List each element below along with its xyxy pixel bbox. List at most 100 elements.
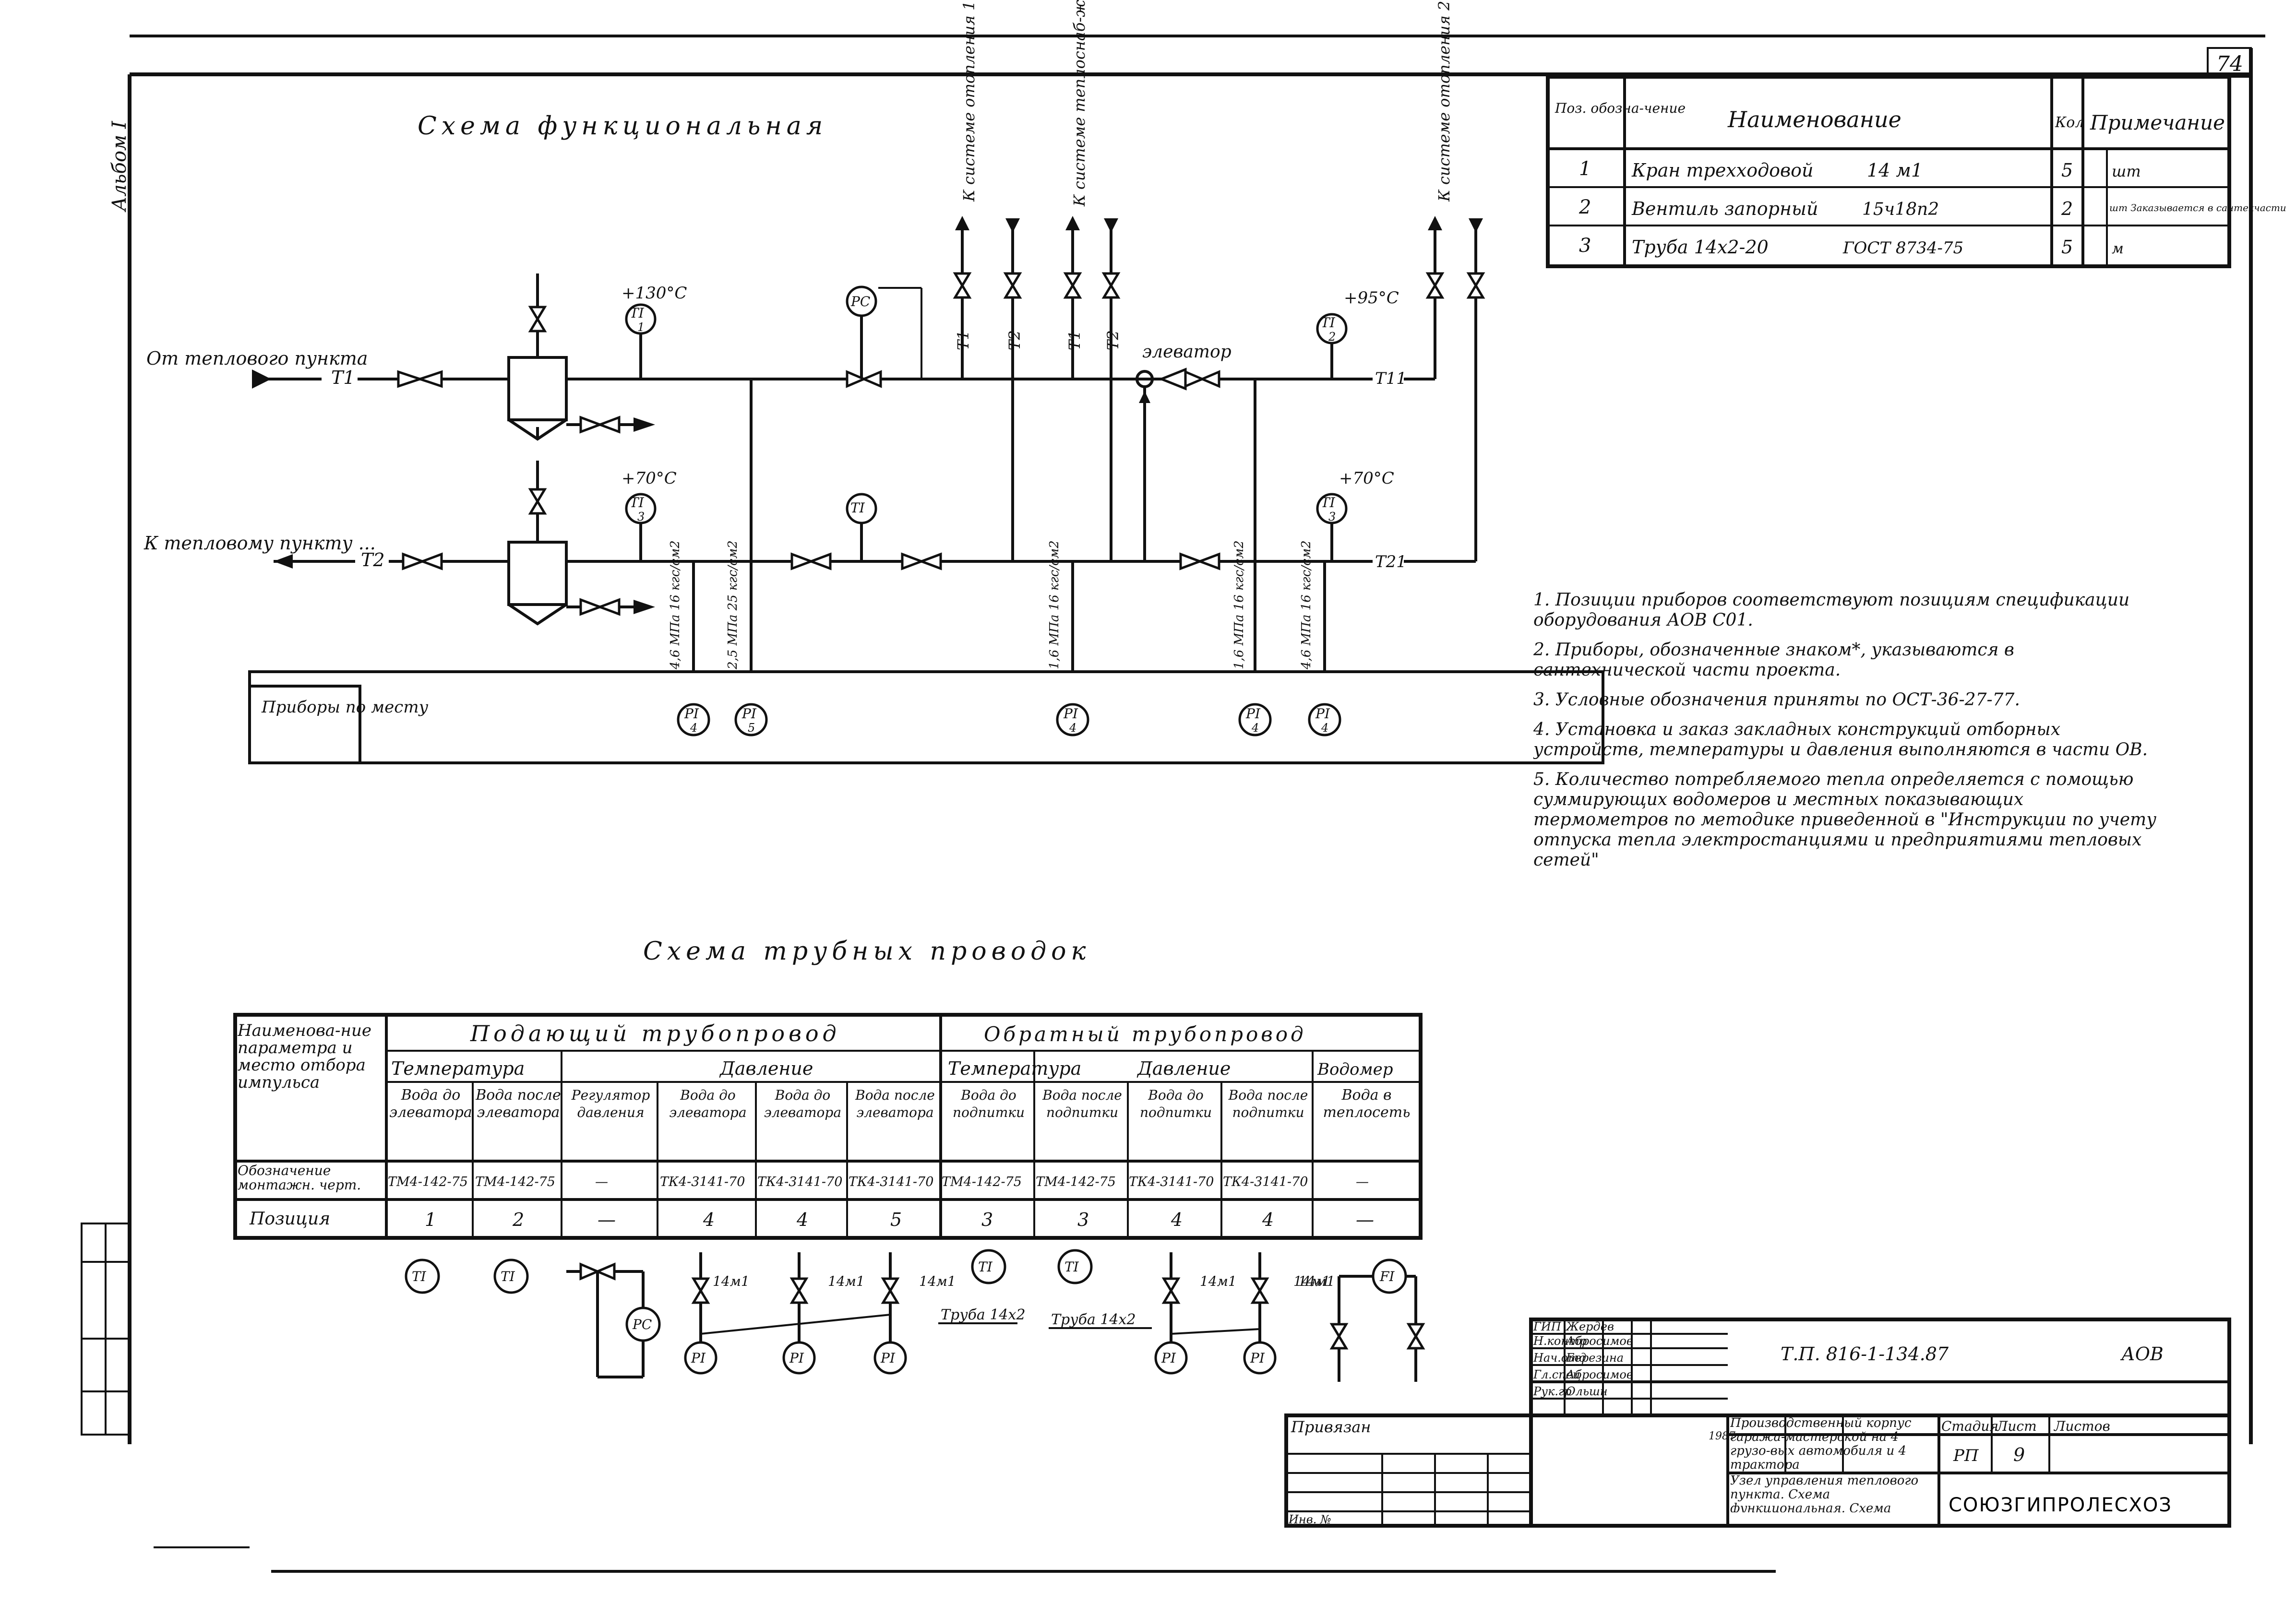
return-temp-header: Температура [948,1058,1081,1079]
notes: 1. Позиции приборов соответствуют позици… [1533,590,2157,870]
subcol-4: Вода до элеватора [764,1087,842,1120]
pos-cell-1: 2 [512,1209,524,1230]
svg-text:TI: TI [1321,315,1336,331]
svg-text:шт: шт [2112,162,2141,180]
functional-scheme-title: Схема функциональная [418,112,827,141]
supply-group-header: Подающий трубопровод [470,1021,840,1046]
name-0: Жердев [1565,1320,1614,1333]
svg-text:2: 2 [2061,198,2073,219]
sheet-label: Лист [1996,1418,2037,1434]
svg-text:3: 3 [1579,235,1591,257]
pos-cell-5: 5 [890,1209,902,1230]
svg-text:PI: PI [789,1350,804,1366]
sheets-label: Листов [2053,1418,2110,1434]
svg-text:4: 4 [1251,721,1259,735]
title-block: ГИП Н.контр Нач.отд Гл.спец Рук.гр Жерде… [1284,1318,2231,1528]
return-press-header: Давление [1136,1058,1231,1079]
pressure-tag-3: 1,6 МПа 16 кгс/см2 [1047,540,1062,669]
svg-text:14м1: 14м1 [713,1273,750,1289]
pressure-tag-4: 1,6 МПа 16 кгс/см2 [1232,540,1246,669]
piping-scheme-title: Схема трубных проводок [643,937,1090,966]
role-2: Нач.отд [1533,1351,1586,1365]
svg-text:Труба 14x2-20: Труба 14x2-20 [1632,237,1769,258]
svg-text:ГОСТ 8734-75: ГОСТ 8734-75 [1842,238,1963,258]
pos-cell-9: 4 [1262,1209,1274,1230]
svg-text:PI: PI [741,706,757,722]
pressure-tag-2: 2,5 МПа 25 кгс/см2 [726,540,740,670]
elevator [1136,368,1220,561]
stage-value: РП [1953,1446,1979,1465]
pressure-tag-1: 4,6 МПа 16 кгс/см2 [668,540,682,670]
svg-text:PI: PI [684,706,699,722]
pipe-pi-group-5: 14м1 PI [1243,1252,1330,1375]
svg-text:1: 1 [637,321,645,334]
instruments-panel-label: Приборы по месту [261,698,429,717]
sheet-value: 9 [2013,1444,2025,1465]
spec-header-name: Наименование [1727,107,1901,132]
temperature-indicator-3b: TI 3 [1316,493,1348,524]
note-5: 5. Количество потребляемого тепла опреде… [1533,770,2157,870]
subcol-3: Вода до элеватора [669,1087,747,1120]
mount-cell-2: — [595,1175,608,1189]
album-label: Альбом I [108,120,131,213]
svg-text:1: 1 [1579,158,1591,180]
mount-cell-5: ТК4-3141-70 [849,1175,933,1189]
spec-header-pos: Поз. обозна-чение [1555,100,1686,116]
svg-text:3: 3 [1328,510,1336,523]
water-meter-header: Водомер [1317,1060,1393,1079]
svg-text:PC: PC [850,294,870,309]
pressure-indicator-4c: PI 4 [1238,703,1272,736]
pipe-pi-group-2: 14м1 PI [782,1252,865,1375]
svg-text:TI: TI [412,1269,427,1284]
note-3: 3. Условные обозначения приняты по ОСТ-3… [1533,690,2020,710]
row-mount-cells: ТМ4-142-75 ТМ4-142-75 — ТК4-3141-70 ТК4-… [388,1175,1369,1189]
svg-text:TI: TI [978,1259,993,1275]
mount-cell-6: ТМ4-142-75 [942,1175,1022,1189]
t1-label: T1 [331,367,355,388]
spec-header-note: Примечание [2090,111,2225,134]
pressure-tag-5: 4,6 МПа 16 кгс/см2 [1299,540,1314,670]
pipe-tag-1: Труба 14x2 [941,1306,1026,1323]
svg-text:14м1: 14м1 [1293,1273,1330,1289]
svg-text:4: 4 [1069,721,1076,735]
mount-cell-8: ТК4-3141-70 [1129,1175,1214,1189]
return-temp-label: +70°C [622,469,677,488]
subcol-0: Вода до элеватора [389,1087,472,1121]
mount-cell-10: — [1356,1175,1369,1189]
svg-text:4: 4 [690,721,697,735]
mount-cell-0: ТМ4-142-75 [388,1175,468,1189]
subcol-8: Вода до подпитки [1139,1087,1212,1120]
pos-cell-7: 3 [1077,1209,1089,1230]
subject-name: Узел управления теплового пункта. Схема … [1730,1473,1919,1513]
note-1: 1. Позиции приборов соответствуют позици… [1533,590,2130,630]
inv-label: Инв. № [1288,1513,1331,1526]
svg-text:5: 5 [2061,160,2073,181]
svg-text:2: 2 [1328,330,1336,344]
pressure-indicator-5: PI 5 [734,703,768,736]
svg-text:TI: TI [630,495,645,511]
return-to-label: К тепловому пункту ... [144,533,376,554]
supply-from-label: От теплового пункта [146,348,368,369]
subcol-1: Вода после элеватора [476,1087,561,1121]
riser-t1a: T1 [954,330,972,350]
svg-text:TI: TI [1064,1259,1079,1275]
riser-t1b: T1 [1065,330,1084,350]
project-name: Производственный корпус гаража-мастерско… [1730,1416,1912,1472]
to-heater-supply-label: К системе теплоснаб-жения уст-новок П1,П… [1070,0,1088,207]
svg-text:м: м [2112,240,2124,257]
svg-text:Вентиль запорный: Вентиль запорный [1631,198,1818,219]
sheet-number: 74 [2216,52,2243,76]
role-4: Рук.гр [1533,1385,1572,1398]
subcol-2: Регулятор давления [571,1087,650,1120]
pressure-indicator-4a: PI 4 [677,703,710,736]
valves-return-mid [790,552,1220,570]
temperature-indicator-3a: TI 3 [625,493,657,524]
sheet-frame: 74 Альбом I [108,35,2265,1573]
name-3: Абросимов [1565,1368,1633,1381]
svg-text:5: 5 [2061,237,2073,258]
return2-temp-label: +70°C [1339,469,1394,488]
functional-scheme: От теплового пункта T1 TI [144,0,1604,764]
subcol-10: Вода в теплосеть [1323,1087,1411,1121]
svg-text:TI: TI [850,500,865,516]
svg-text:PI: PI [1161,1350,1176,1366]
